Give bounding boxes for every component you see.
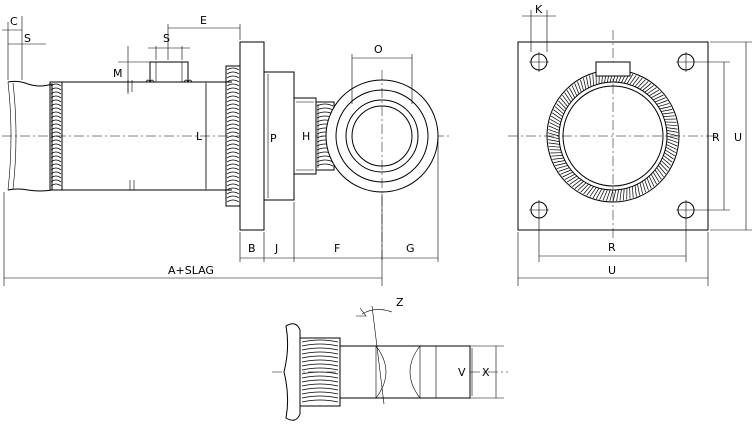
dim-c-label: C xyxy=(10,15,18,28)
dim-u-vertical-label: U xyxy=(734,131,742,144)
rod-end-weld xyxy=(49,81,63,191)
dim-o-label: O xyxy=(374,43,383,56)
side-view xyxy=(2,41,452,262)
dim-p-label: P xyxy=(270,132,277,145)
dim-g-label: G xyxy=(406,242,415,255)
dim-x-label: X xyxy=(482,366,490,379)
port-boss xyxy=(145,61,193,83)
dim-r-vertical-label: R xyxy=(712,131,720,144)
dim-a-slag-label: A+SLAG xyxy=(168,264,214,277)
dim-z-label: Z xyxy=(396,296,404,309)
dim-m-label: M xyxy=(113,67,123,80)
dim-v-label: V xyxy=(458,366,466,379)
dim-s-rod-label: S xyxy=(24,32,31,45)
rod-eye xyxy=(325,70,439,262)
piston-rod xyxy=(263,71,335,201)
dim-l-label: L xyxy=(196,130,203,143)
dim-e-label: E xyxy=(200,14,207,27)
dim-b-label: B xyxy=(248,242,256,255)
front-view-dimensions: K R U R U xyxy=(517,3,752,286)
mounting-flange xyxy=(239,41,265,231)
dim-k-label: K xyxy=(535,3,543,16)
dim-h-label: H xyxy=(302,130,310,143)
cylinder-barrel xyxy=(62,80,232,191)
side-view-dimensions: C S E S M L P H O B J F G xyxy=(2,14,439,286)
front-view xyxy=(508,30,718,240)
dim-u-horizontal-label: U xyxy=(608,264,616,277)
dim-f-label: F xyxy=(334,242,340,255)
dim-r-horizontal-label: R xyxy=(608,241,616,254)
dim-s-port-label: S xyxy=(163,32,170,45)
detail-view: Z V X xyxy=(272,296,508,421)
dim-j-label: J xyxy=(274,242,278,255)
